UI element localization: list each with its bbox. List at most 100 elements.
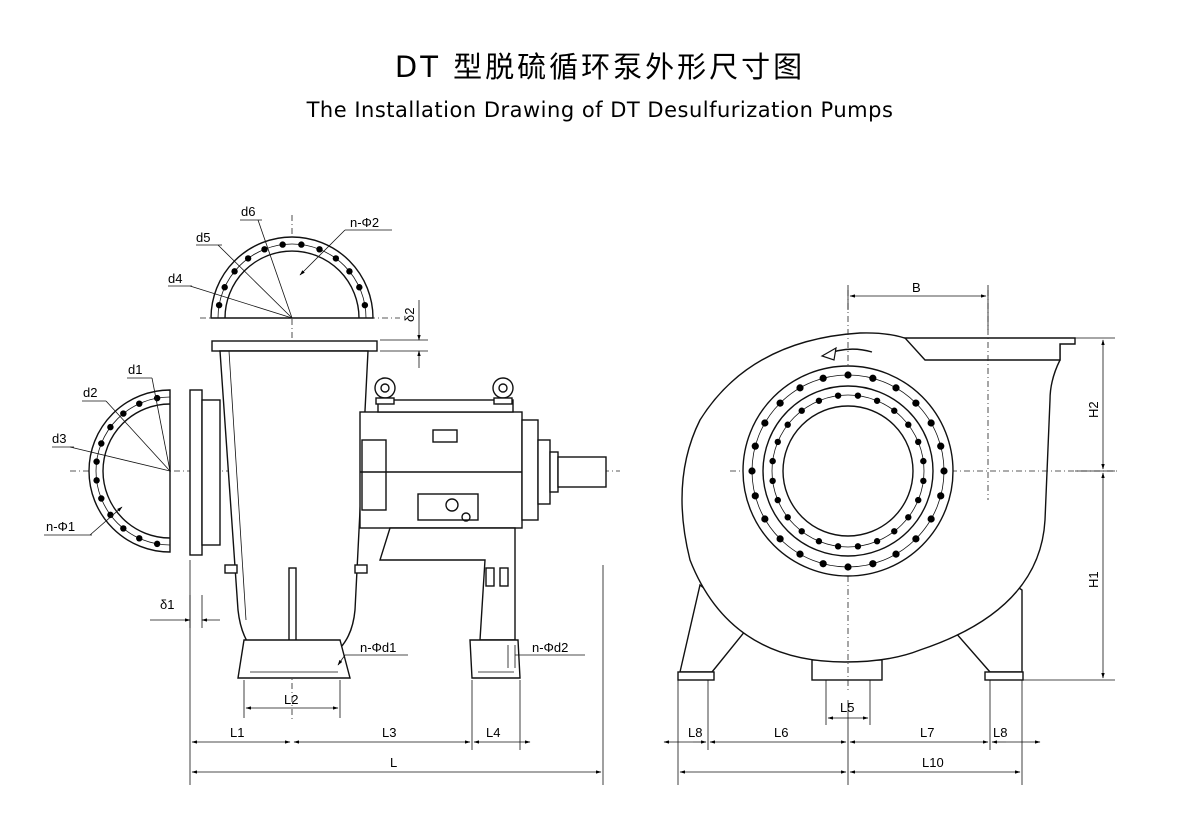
label-d6: d6 [241, 204, 255, 219]
label-d1: d1 [128, 362, 142, 377]
label-L2: L2 [284, 692, 298, 707]
flange-bolt-hole [815, 397, 823, 404]
flange-bolt-hole [356, 284, 363, 291]
flange-bolt-hole [136, 535, 143, 542]
label-n-phid1: n-Φd1 [360, 640, 396, 655]
flange-bolt-hole [819, 374, 827, 382]
label-n-phi2: n-Φ2 [350, 215, 379, 230]
label-n-phi1: n-Φ1 [46, 519, 75, 534]
flange-bolt-hole [927, 515, 935, 523]
pump-casing [189, 340, 378, 679]
flange-bolt-hole [905, 514, 912, 521]
flange-bolt-hole [927, 419, 935, 427]
flange-bolt-hole [905, 421, 912, 428]
flange-bolt-hole [892, 550, 900, 558]
flange-bolt-hole [774, 496, 781, 504]
flange-bolt-hole [834, 543, 842, 550]
flange-bolt-hole [136, 400, 143, 407]
flange-bolt-hole [937, 492, 945, 500]
flange-bolt-hole [776, 535, 784, 543]
label-L5: L5 [840, 700, 854, 715]
flange-bolt-hole [844, 563, 852, 571]
flange-bolt-hole [798, 528, 805, 535]
flange-bolt-hole [120, 410, 127, 417]
flange-bolt-hole [751, 492, 759, 500]
flange-bolt-hole [834, 392, 842, 399]
bearing-frame [359, 377, 607, 529]
flange-bolt-hole [940, 467, 948, 475]
label-L6: L6 [774, 725, 788, 740]
flange-bolt-hole [915, 496, 922, 504]
flange-bolt-hole [798, 407, 805, 414]
flange-bolt-hole [815, 538, 823, 545]
flange-bolt-hole [937, 442, 945, 450]
flange-bolt-hole [784, 421, 791, 428]
flange-bolt-hole [854, 543, 862, 550]
flange-bolt-hole [854, 392, 862, 399]
flange-bolt-hole [920, 457, 927, 465]
flange-bolt-hole [153, 540, 161, 548]
flange-bolt-hole [215, 301, 223, 309]
flange-bolt-hole [892, 384, 900, 392]
flange-bolt-hole [361, 301, 369, 309]
label-d4: d4 [168, 271, 182, 286]
label-d2: d2 [83, 385, 97, 400]
flange-bolt-hole [869, 560, 877, 568]
label-L: L [390, 755, 397, 770]
flange-bolt-hole [93, 477, 100, 484]
label-L7: L7 [920, 725, 934, 740]
flange-bolt-hole [153, 394, 161, 402]
label-delta2: δ2 [402, 308, 417, 322]
discharge-flange [168, 219, 392, 319]
flange-bolt-hole [912, 535, 920, 543]
flange-bolt-hole [298, 241, 305, 248]
flange-bolt-hole [120, 525, 127, 532]
flange-bolt-hole [769, 477, 776, 485]
flange-bolt-hole [796, 384, 804, 392]
flange-bolt-hole [93, 458, 100, 465]
label-d5: d5 [196, 230, 210, 245]
flange-bolt-hole [261, 246, 268, 253]
side-view [44, 215, 620, 785]
suction-flange [44, 377, 171, 553]
flange-bolt-hole [920, 477, 927, 485]
drawing-title-english: The Installation Drawing of DT Desulfuri… [306, 98, 894, 122]
flange-bolt-hole [873, 397, 881, 404]
flange-bolt-hole [784, 514, 791, 521]
flange-bolt-hole [751, 442, 759, 450]
flange-bolt-hole [915, 438, 922, 446]
flange-bolt-hole [869, 374, 877, 382]
label-L8-right: L8 [993, 725, 1007, 740]
flange-bolt-hole [244, 255, 252, 262]
flange-bolt-hole [231, 268, 238, 275]
label-H2: H2 [1086, 401, 1101, 418]
flange-bolt-hole [761, 419, 769, 427]
label-L8-left: L8 [688, 725, 702, 740]
flange-bolt-hole [279, 241, 286, 248]
label-H1: H1 [1086, 571, 1101, 588]
flange-bolt-hole [332, 255, 340, 262]
label-L4: L4 [486, 725, 500, 740]
label-L1: L1 [230, 725, 244, 740]
flange-bolt-hole [98, 495, 105, 502]
flange-bolt-hole [221, 284, 228, 291]
flange-bolt-hole [107, 511, 114, 519]
flange-bolt-hole [844, 371, 852, 379]
label-d3: d3 [52, 431, 66, 446]
flange-bolt-hole [776, 399, 784, 407]
flange-bolt-hole [796, 550, 804, 558]
drawing-title-chinese: DT 型脱硫循环泵外形尺寸图 [394, 50, 806, 84]
flange-bolt-hole [316, 246, 323, 253]
flange-bolt-hole [774, 438, 781, 446]
flange-bolt-hole [769, 457, 776, 465]
label-L10: L10 [922, 755, 944, 770]
flange-bolt-hole [912, 399, 920, 407]
flange-bolt-hole [891, 407, 898, 414]
flange-bolt-hole [761, 515, 769, 523]
flange-bolt-hole [107, 423, 114, 431]
label-B: B [912, 280, 921, 295]
flange-bolt-hole [891, 528, 898, 535]
front-view [663, 285, 1120, 785]
flange-bolt-hole [873, 538, 881, 545]
